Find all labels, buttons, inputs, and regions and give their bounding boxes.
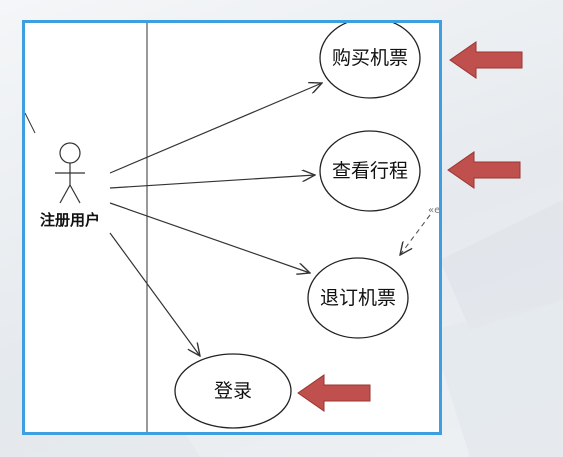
- association-view: [109, 175, 315, 189]
- association-refund: [109, 202, 310, 273]
- use-case-view-label: 查看行程: [332, 160, 408, 182]
- dependency-line: [400, 214, 431, 255]
- use-case-refund-label: 退订机票: [320, 287, 396, 309]
- use-case-buy[interactable]: 购买机票: [319, 23, 421, 99]
- actor-label: 注册用户: [40, 211, 100, 229]
- diagram-frame: 注册用户 «ex 购买机票 查看行程 退订机票 登录: [22, 20, 442, 435]
- highlight-arrow-view: [447, 151, 521, 189]
- use-case-buy-label: 购买机票: [332, 47, 408, 69]
- dependency-label: «ex: [428, 205, 442, 216]
- use-case-login[interactable]: 登录: [174, 353, 292, 429]
- use-case-view[interactable]: 查看行程: [319, 130, 421, 212]
- stray-line: [25, 112, 36, 134]
- use-case-refund[interactable]: 退订机票: [307, 257, 409, 339]
- association-buy: [109, 83, 322, 174]
- actor-figure: [55, 142, 85, 204]
- highlight-arrow-buy: [449, 41, 523, 79]
- use-case-diagram: 注册用户 «ex 购买机票 查看行程 退订机票 登录: [25, 23, 442, 432]
- association-login: [109, 232, 200, 356]
- use-case-login-label: 登录: [214, 380, 252, 402]
